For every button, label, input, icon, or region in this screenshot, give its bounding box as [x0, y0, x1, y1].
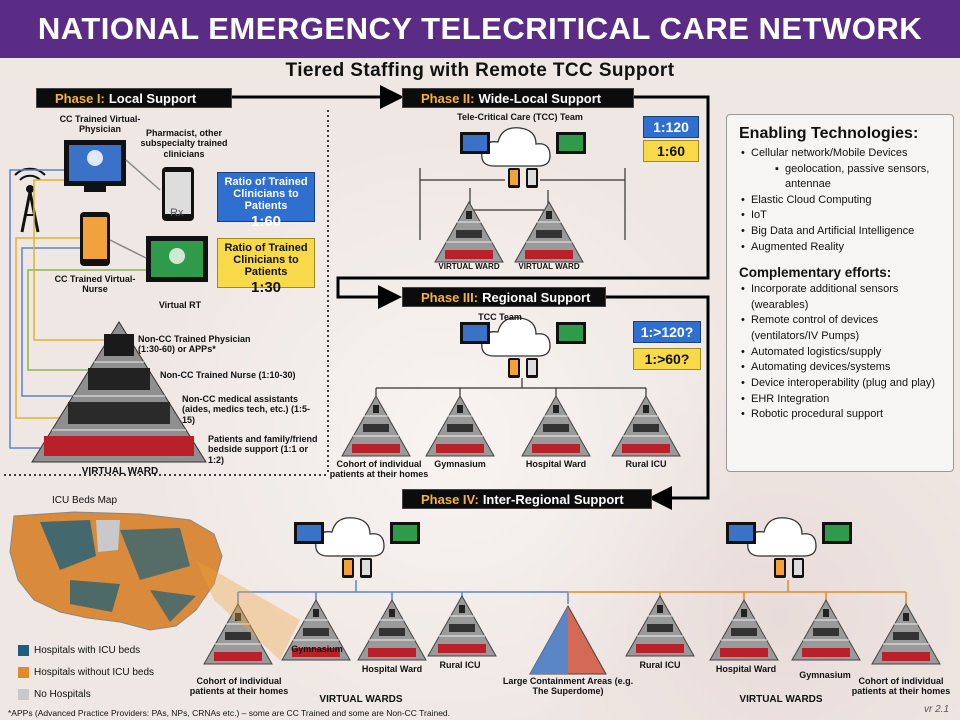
phase2-ratio-blue: 1:120 — [643, 116, 699, 138]
phase1-clinicians: Rx — [64, 140, 208, 282]
phase4-left-rural-icu: Rural ICU — [439, 660, 481, 670]
phase4-left-gym: Gymnasium — [291, 644, 343, 654]
virtual-ward-label: VIRTUAL WARD — [81, 466, 159, 477]
pharmacist-label: Pharmacist, other subspecialty trained c… — [140, 128, 228, 159]
phase4-left-homes: Cohort of individual patients at their h… — [189, 676, 289, 697]
phase4-containment: Large Containment Areas (e.g. The Superd… — [502, 676, 634, 697]
phase3-site-rural-icu: Rural ICU — [625, 459, 667, 469]
tech-subitem: geolocation, passive sensors, antennae — [739, 162, 945, 193]
effort-item: Device interoperability (plug and play) — [739, 376, 945, 392]
phase3-site-homes: Cohort of individual patients at their h… — [329, 459, 429, 480]
tech-item: Augmented Reality — [739, 240, 945, 256]
icu-beds-map — [9, 511, 300, 660]
tier2-label: Non-CC Trained Nurse (1:10-30) — [160, 370, 296, 380]
tier3-label: Non-CC medical assistants (aides, medics… — [182, 394, 311, 425]
virtual-rt-label: Virtual RT — [158, 300, 202, 310]
phase3-ratio-blue: 1:>120? — [633, 321, 701, 343]
tier1-label: Non-CC Trained Physician (1:30-60) or AP… — [138, 334, 251, 355]
page-title: NATIONAL EMERGENCY TELECRITICAL CARE NET… — [0, 0, 960, 58]
phase1-label: Phase I:Local Support — [36, 88, 232, 108]
phase3-label: Phase III:Regional Support — [402, 287, 606, 307]
map-title: ICU Beds Map — [52, 495, 118, 506]
efforts-heading: Complementary efforts: — [739, 265, 892, 281]
phase1-pyramid — [31, 321, 207, 463]
effort-item: Automated logistics/supply — [739, 345, 945, 361]
phase2-label: Phase II:Wide-Local Support — [402, 88, 634, 108]
cc-physician-label: CC Trained Virtual-Physician — [59, 114, 141, 135]
phase3-ratio-yellow: 1:>60? — [633, 348, 701, 370]
effort-item: Automating devices/systems — [739, 360, 945, 376]
phase3-site-gym: Gymnasium — [434, 459, 486, 469]
legend-swatch-icu — [18, 645, 29, 656]
tier4-label: Patients and family/friend bedside suppo… — [208, 434, 318, 465]
phase2-ward-b: VIRTUAL WARD — [518, 262, 580, 271]
phase2-ward-a: VIRTUAL WARD — [438, 262, 500, 271]
footnote: *APPs (Advanced Practice Providers: PAs,… — [8, 708, 451, 718]
phase4-right-hospital: Hospital Ward — [715, 664, 777, 674]
tech-item: Cellular network/Mobile Devices — [739, 146, 945, 162]
tcc-team-label: Tele-Critical Care (TCC) Team — [457, 112, 583, 122]
enabling-technologies-panel: Enabling Technologies: Cellular network/… — [726, 114, 954, 472]
effort-item: EHR Integration — [739, 392, 945, 408]
tech-item: Big Data and Artificial Intelligence — [739, 224, 945, 240]
legend-swatch-no-icu — [18, 667, 29, 678]
phase4-wards-right: VIRTUAL WARDS — [739, 694, 823, 705]
effort-item: Remote control of devices (ventilators/I… — [739, 313, 945, 344]
phase3-site-hospital: Hospital Ward — [525, 459, 587, 469]
legend-swatch-none — [18, 689, 29, 700]
phase4-wards-left: VIRTUAL WARDS — [319, 694, 403, 705]
phase4-label: Phase IV:Inter-Regional Support — [402, 489, 652, 509]
cell-tower-icon — [14, 167, 46, 233]
page-subtitle: Tiered Staffing with Remote TCC Support — [285, 60, 675, 81]
tech-heading: Enabling Technologies: — [739, 125, 919, 142]
effort-item: Robotic procedural support — [739, 407, 945, 423]
cc-nurse-label: CC Trained Virtual-Nurse — [54, 274, 136, 295]
version-label: vr 2.1 — [924, 704, 950, 715]
svg-text:Rx: Rx — [170, 207, 184, 219]
tech-item: Elastic Cloud Computing — [739, 193, 945, 209]
tech-item: IoT — [739, 208, 945, 224]
phase3-team-label: TCC Team — [478, 312, 522, 322]
containment-pyramid — [529, 604, 607, 675]
phase4-right-homes: Cohort of individual patients at their h… — [851, 676, 951, 697]
phase4-right-gym: Gymnasium — [799, 670, 851, 680]
phase2-ratio-yellow: 1:60 — [643, 140, 699, 162]
effort-item: Incorporate additional sensors (wearable… — [739, 282, 945, 313]
phase4-right-rural-icu: Rural ICU — [639, 660, 681, 670]
phase4-left-hospital: Hospital Ward — [361, 664, 423, 674]
